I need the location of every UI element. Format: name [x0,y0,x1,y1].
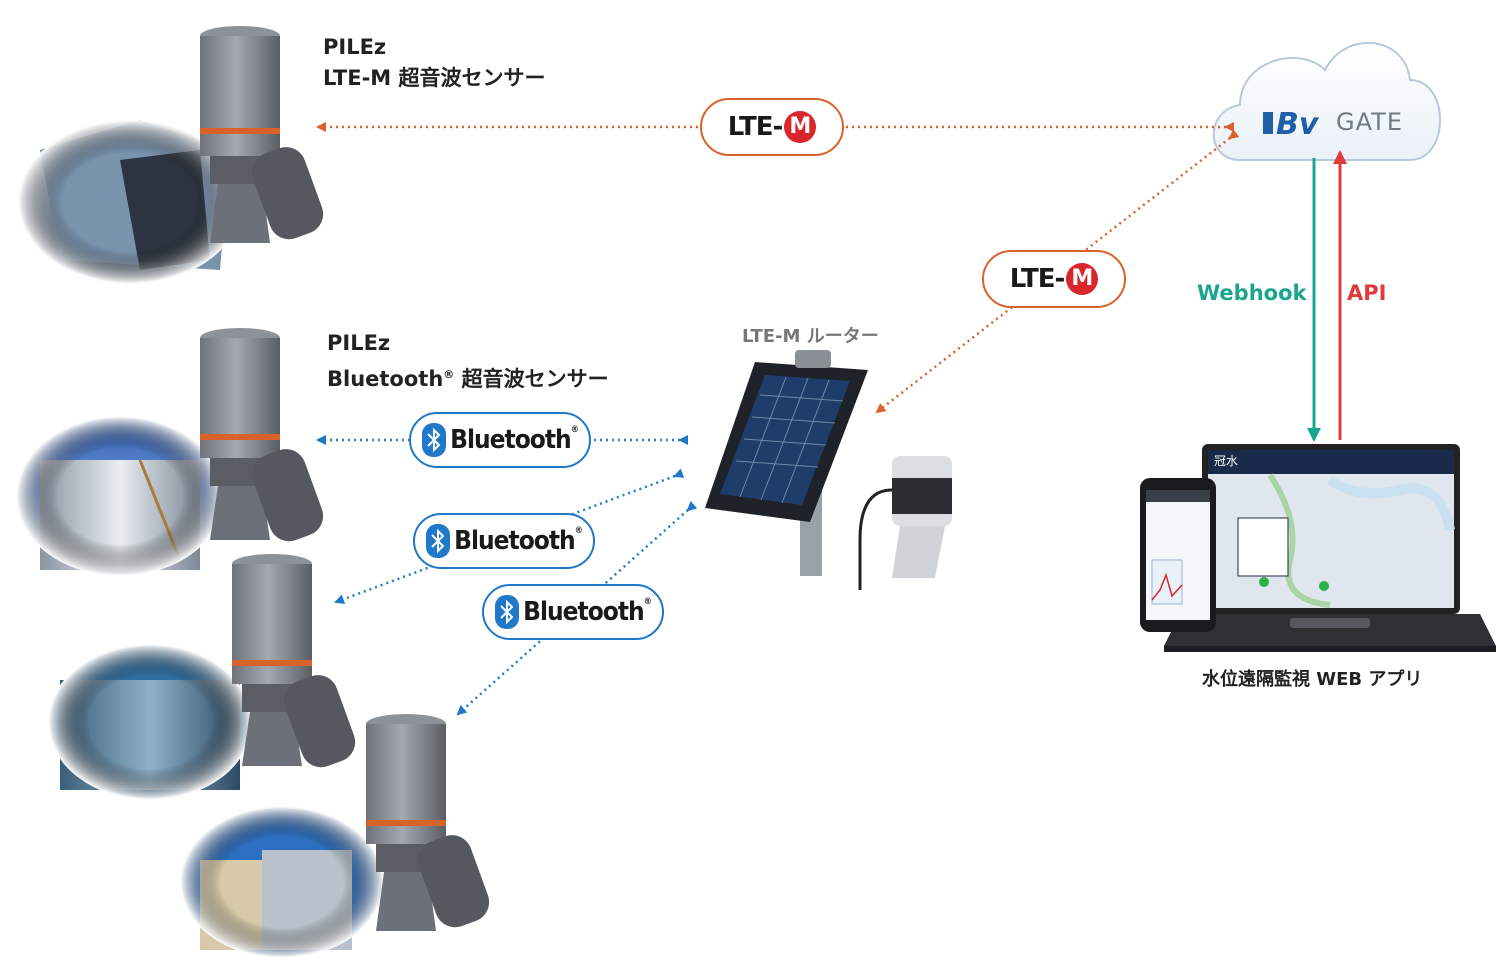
tank-scene-photo-2 [48,644,252,800]
bt-sensor-name: PILEz [327,331,391,355]
bluetooth-badge-3: Bluetooth® [482,584,664,640]
pilez-bt-sensor-2 [232,554,356,768]
smartphone-device [1140,478,1216,632]
bt-sensor-title: PILEz Bluetooth® 超音波センサー [327,328,609,395]
pilez-lte-sensor [200,26,324,243]
cloud-label: GATE [1336,108,1403,136]
bt-reg-mark: ® [570,425,579,435]
bt-word: Bluetooth [450,425,572,455]
bv-gate-logo-icon: Bv [1263,107,1320,142]
lte-badge-text: LTE- [727,112,784,142]
bt-reg-mark: ® [574,526,583,536]
bluetooth-badge-1: Bluetooth® [409,412,591,468]
api-label: API [1347,281,1387,305]
bluetooth-icon [495,595,520,629]
pilez-bt-sensor-1 [200,328,324,542]
lte-router-device [705,350,952,590]
tank-scene-photo-1 [16,416,224,576]
laptop-device [1164,444,1496,652]
cloud-shape [1212,41,1441,161]
bt-reg-mark: ® [643,597,652,607]
bt-word: Bluetooth [523,597,645,627]
bluetooth-icon [426,524,451,558]
lte-m-logo-icon: M [784,111,817,143]
bt-sensor-desc-suffix: 超音波センサー [454,367,609,391]
webhook-label: Webhook [1197,281,1307,305]
lte-sensor-title: PILEz LTE-M 超音波センサー [323,32,546,94]
router-label: LTE-M ルーター [742,326,879,347]
bluetooth-badge-text: Bluetooth® [523,597,652,627]
bt-sensor-desc-prefix: Bluetooth [327,367,444,391]
plant-scene-photo [180,806,384,958]
lte-m-badge-2: LTE-M [982,250,1126,308]
bt-word: Bluetooth [454,526,576,556]
lte-m-logo-icon: M [1066,263,1099,295]
bluetooth-icon [422,423,447,457]
pilez-bt-sensor-3 [366,714,490,931]
app-caption: 水位遠隔監視 WEB アプリ [1202,669,1423,690]
bluetooth-badge-2: Bluetooth® [413,513,595,569]
bt-sensor-reg: ® [443,368,455,381]
svg-text:Bv: Bv [1276,107,1320,142]
lte-m-badge-1: LTE-M [700,98,844,156]
bt-sensor-desc: Bluetooth® 超音波センサー [327,359,609,395]
bluetooth-badge-text: Bluetooth® [454,526,583,556]
lte-sensor-desc: LTE-M 超音波センサー [323,66,546,90]
lte-sensor-name: PILEz [323,35,387,59]
app-screen-title: 冠水 [1214,454,1239,468]
lte-badge-text: LTE- [1009,264,1066,294]
canal-scene-photo [18,120,242,284]
bluetooth-badge-text: Bluetooth® [450,425,579,455]
